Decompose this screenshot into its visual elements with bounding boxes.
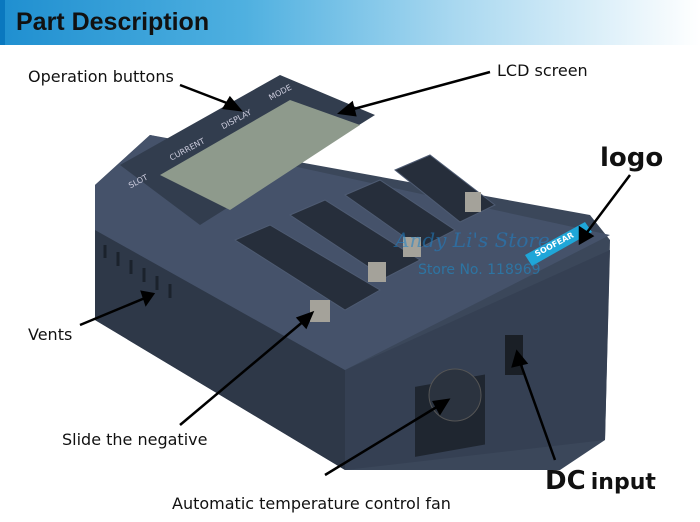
slider-contacts [310,192,481,322]
label-input: input [590,470,656,495]
watermark-line1: Andy Li's Store [395,228,550,252]
battery-slots [233,154,496,311]
label-fan: Automatic temperature control fan [172,494,451,513]
pointer-arrows [79,70,631,477]
vents [103,245,172,298]
watermark-line2: Store No. 118969 [418,262,541,278]
header-banner: Part Description [0,0,700,45]
label-lcd-screen: LCD screen [497,61,588,80]
label-dc-input: DC input [545,466,656,496]
logo-plate [525,222,592,266]
label-operation-buttons: Operation buttons [28,67,174,86]
lcd-screen [160,100,360,210]
page-title: Part Description [16,8,210,36]
label-slide-negative: Slide the negative [62,430,208,449]
header-accent-bar [0,0,5,45]
label-logo: logo [600,143,664,173]
charger-side-right [345,250,610,470]
fan [428,368,482,422]
label-dc: DC [545,466,586,496]
label-vents: Vents [28,325,73,344]
